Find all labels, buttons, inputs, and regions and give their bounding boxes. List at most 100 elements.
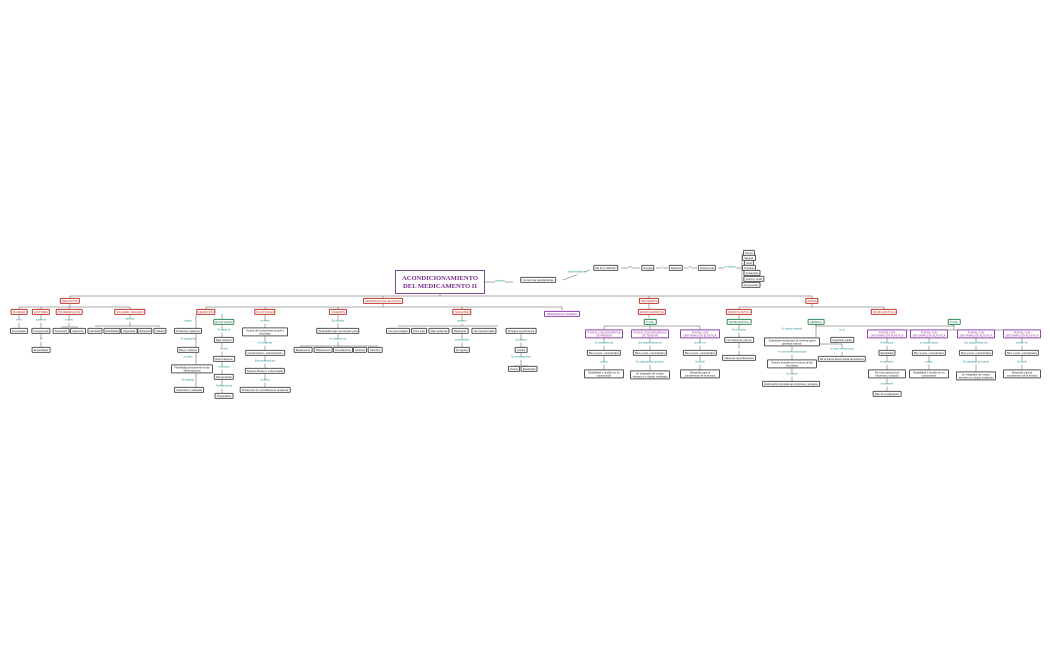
- node-d2a3: Plan de cristalización: [872, 390, 902, 398]
- label-de-2: de: [39, 338, 43, 342]
- node-d1a: Superficies resistentes de máxima pared …: [764, 337, 820, 347]
- label-se-componen: se componen en: [329, 338, 347, 342]
- label-tambien-aporta: También aporta: [215, 385, 233, 389]
- label-puede-ser: puede ser: [35, 319, 47, 323]
- node-e1b2: Un integrador de modos, elevado a su obj…: [630, 370, 670, 380]
- node-m3d: Producción de monofilamento resistente: [239, 386, 291, 394]
- node-d2: MICRO ESTÁTICA: [870, 308, 898, 316]
- node-m1a: Productos orgánicos: [173, 327, 203, 335]
- label-la-fuerza: se inicia un incremento: [829, 348, 855, 352]
- label-porque: porque: [600, 361, 608, 365]
- label-d2d-2: Se puede: [1016, 361, 1028, 365]
- node-m2c: Recuperación: [213, 373, 235, 381]
- node-tipo-6: Fuerza / rendir: [743, 275, 765, 283]
- node-m4b-4: Láminas: [352, 346, 368, 354]
- node-d1h: GENERAL: [807, 318, 825, 326]
- node-tipo-7: Compuestos: [741, 281, 761, 289]
- node-d2a2: De más potencia sus esfuerzos y rotación: [868, 369, 906, 379]
- node-r3a: Saturación: [52, 327, 70, 335]
- label-d2a-2: el material se: [879, 361, 895, 365]
- node-m5a: Los poco frágiles: [386, 327, 410, 335]
- node-r4c: Capacidad: [120, 327, 138, 335]
- node-r1: PLASMAR: [10, 308, 28, 316]
- node-m6c: Cortes: [507, 365, 521, 373]
- node-r4a: Identidad: [87, 327, 103, 335]
- node-d2a: PUNTAL CON DEFORMACIÓN PLÁSTICA: [867, 329, 907, 339]
- label-y: y: [661, 266, 663, 270]
- node-m6a: Prosigue la pertinencia: [505, 327, 537, 335]
- node-caracteristicas: Conocer las características: [520, 276, 556, 284]
- node-e1h: TOTAL: [643, 318, 657, 326]
- node-m1d: Fabricación moldeada: [174, 386, 204, 394]
- node-m5f: En reposo: [453, 346, 471, 354]
- node-e1c1: Bien a cero, mecanizados: [682, 349, 718, 357]
- node-e1b1: Bien a cero, mecanizados: [632, 349, 668, 357]
- node-r4e: Calidad: [153, 327, 167, 335]
- label-su-comportamiento: Su comportamiento: [510, 356, 532, 360]
- label-se-caracteriza-por: Se caracteriza por: [594, 342, 614, 346]
- node-m2: ELASTICIDAD: [213, 318, 235, 326]
- node-fisicamente: Fisicamente: [697, 264, 717, 272]
- label-es-para: es para: [64, 319, 74, 323]
- label-es-deformable: es deformable: [454, 339, 470, 343]
- label-se-caracteriza: Se caracteriza: [180, 338, 196, 342]
- label-es-utilizado: Es utilizado: [181, 379, 195, 383]
- label-su-cambio: Su cambio depende: [781, 328, 803, 332]
- node-materiales: MATERIALES DEL ELASTICO: [363, 297, 403, 305]
- node-redes: REDES: [805, 297, 819, 305]
- node-m5e: Tan transformable: [471, 327, 497, 335]
- node-m2d: Propiedades: [214, 392, 234, 400]
- node-m4b-5: Cauchos: [367, 346, 383, 354]
- node-m5d: Resistente: [451, 327, 469, 335]
- label-d2d-1: pueden ser: [1015, 342, 1029, 346]
- node-e1: MICRO ESPÁSTICA: [637, 308, 667, 316]
- node-d1c: Deformación de sistemas continuos y ensa…: [762, 380, 820, 388]
- node-electrica: Eléctrica: [668, 264, 684, 272]
- node-d2d2: Desarrollo para la comprensión de la téc…: [1003, 369, 1041, 379]
- node-r3b: Absorción: [70, 327, 86, 335]
- node-r4b: Estabilidad: [103, 327, 121, 335]
- map-title: ACONDICIONAMIENTO DEL MEDICAMENTO II: [395, 270, 485, 294]
- node-m5c: Más resistente: [428, 327, 450, 335]
- node-e2: MICRO PLÁSTICA: [725, 308, 753, 316]
- node-m5: TENACIDAD: [452, 308, 472, 316]
- node-r4d: Eficiencia: [137, 327, 153, 335]
- node-energia: Energía: [641, 264, 655, 272]
- label-ejemplos: ejemplos: [457, 320, 467, 324]
- node-r1a: El propósito: [9, 327, 29, 335]
- label-para-que: para que: [125, 318, 135, 322]
- node-m1c: Flexibilidad permanente en las deformaci…: [171, 364, 213, 374]
- label-se-observa: se observa: [786, 373, 798, 377]
- label-sus-caracteristicas: Sus características son: [637, 342, 663, 346]
- node-tipo-5: Sustancias: [743, 269, 761, 277]
- node-r2b: Ensamblado: [31, 346, 51, 354]
- node-m4b-1: Elastómeros: [293, 346, 313, 354]
- label-es-proceso: Es el proceso: [731, 329, 747, 333]
- node-r2: FACTORES: [31, 308, 51, 316]
- node-e1a2: Estabilidad y rendido en su composición: [584, 369, 624, 379]
- label-su-nivel: su nivel: [219, 348, 229, 352]
- node-m2b: Deformaciones: [213, 355, 235, 363]
- node-e1c2: Desarrollo para la comprensión de la téc…: [680, 369, 720, 379]
- label-se-produce: se produce: [218, 366, 230, 370]
- node-d2d: PUNTAL CON DEFORMACIÓN ELÁSTICA: [1003, 329, 1041, 339]
- node-e2b: Causa de reproducciones: [722, 354, 756, 362]
- node-m6b: Límites: [514, 346, 528, 354]
- node-e1c: PUNTAL CON DEFORMACIÓN ELÁSTICA: [680, 329, 720, 339]
- node-d2d1: Bien a cero, mecanizados: [1004, 349, 1040, 357]
- map-title-line1: ACONDICIONAMIENTO: [401, 274, 479, 282]
- label-se-aplica: se aplica: [260, 379, 270, 383]
- label-se-inicia: es un: [838, 329, 846, 333]
- node-d2h: TOTAL: [947, 318, 961, 326]
- label-es-tension: es una tensión proporcional: [777, 351, 807, 355]
- label-y-2: y: [738, 347, 740, 351]
- node-d2c: PUNTAL CON DEFORMACIÓN ELÁSTICA: [957, 329, 995, 339]
- label-determinadas: determinadas por: [567, 271, 587, 275]
- node-r4: VOLUMEN / RELLENO: [114, 308, 146, 316]
- node-d2c2: Un integrador de modos, elevado a su obj…: [956, 371, 996, 381]
- node-r2a: Componente: [31, 327, 51, 335]
- node-m6d: Elasticidad: [520, 365, 538, 373]
- node-e1b: PUNTAL CON ESFUERZOS DE TENSIÓN: [631, 329, 669, 339]
- node-m3a: A partir del componente simple o reticul…: [242, 327, 288, 337]
